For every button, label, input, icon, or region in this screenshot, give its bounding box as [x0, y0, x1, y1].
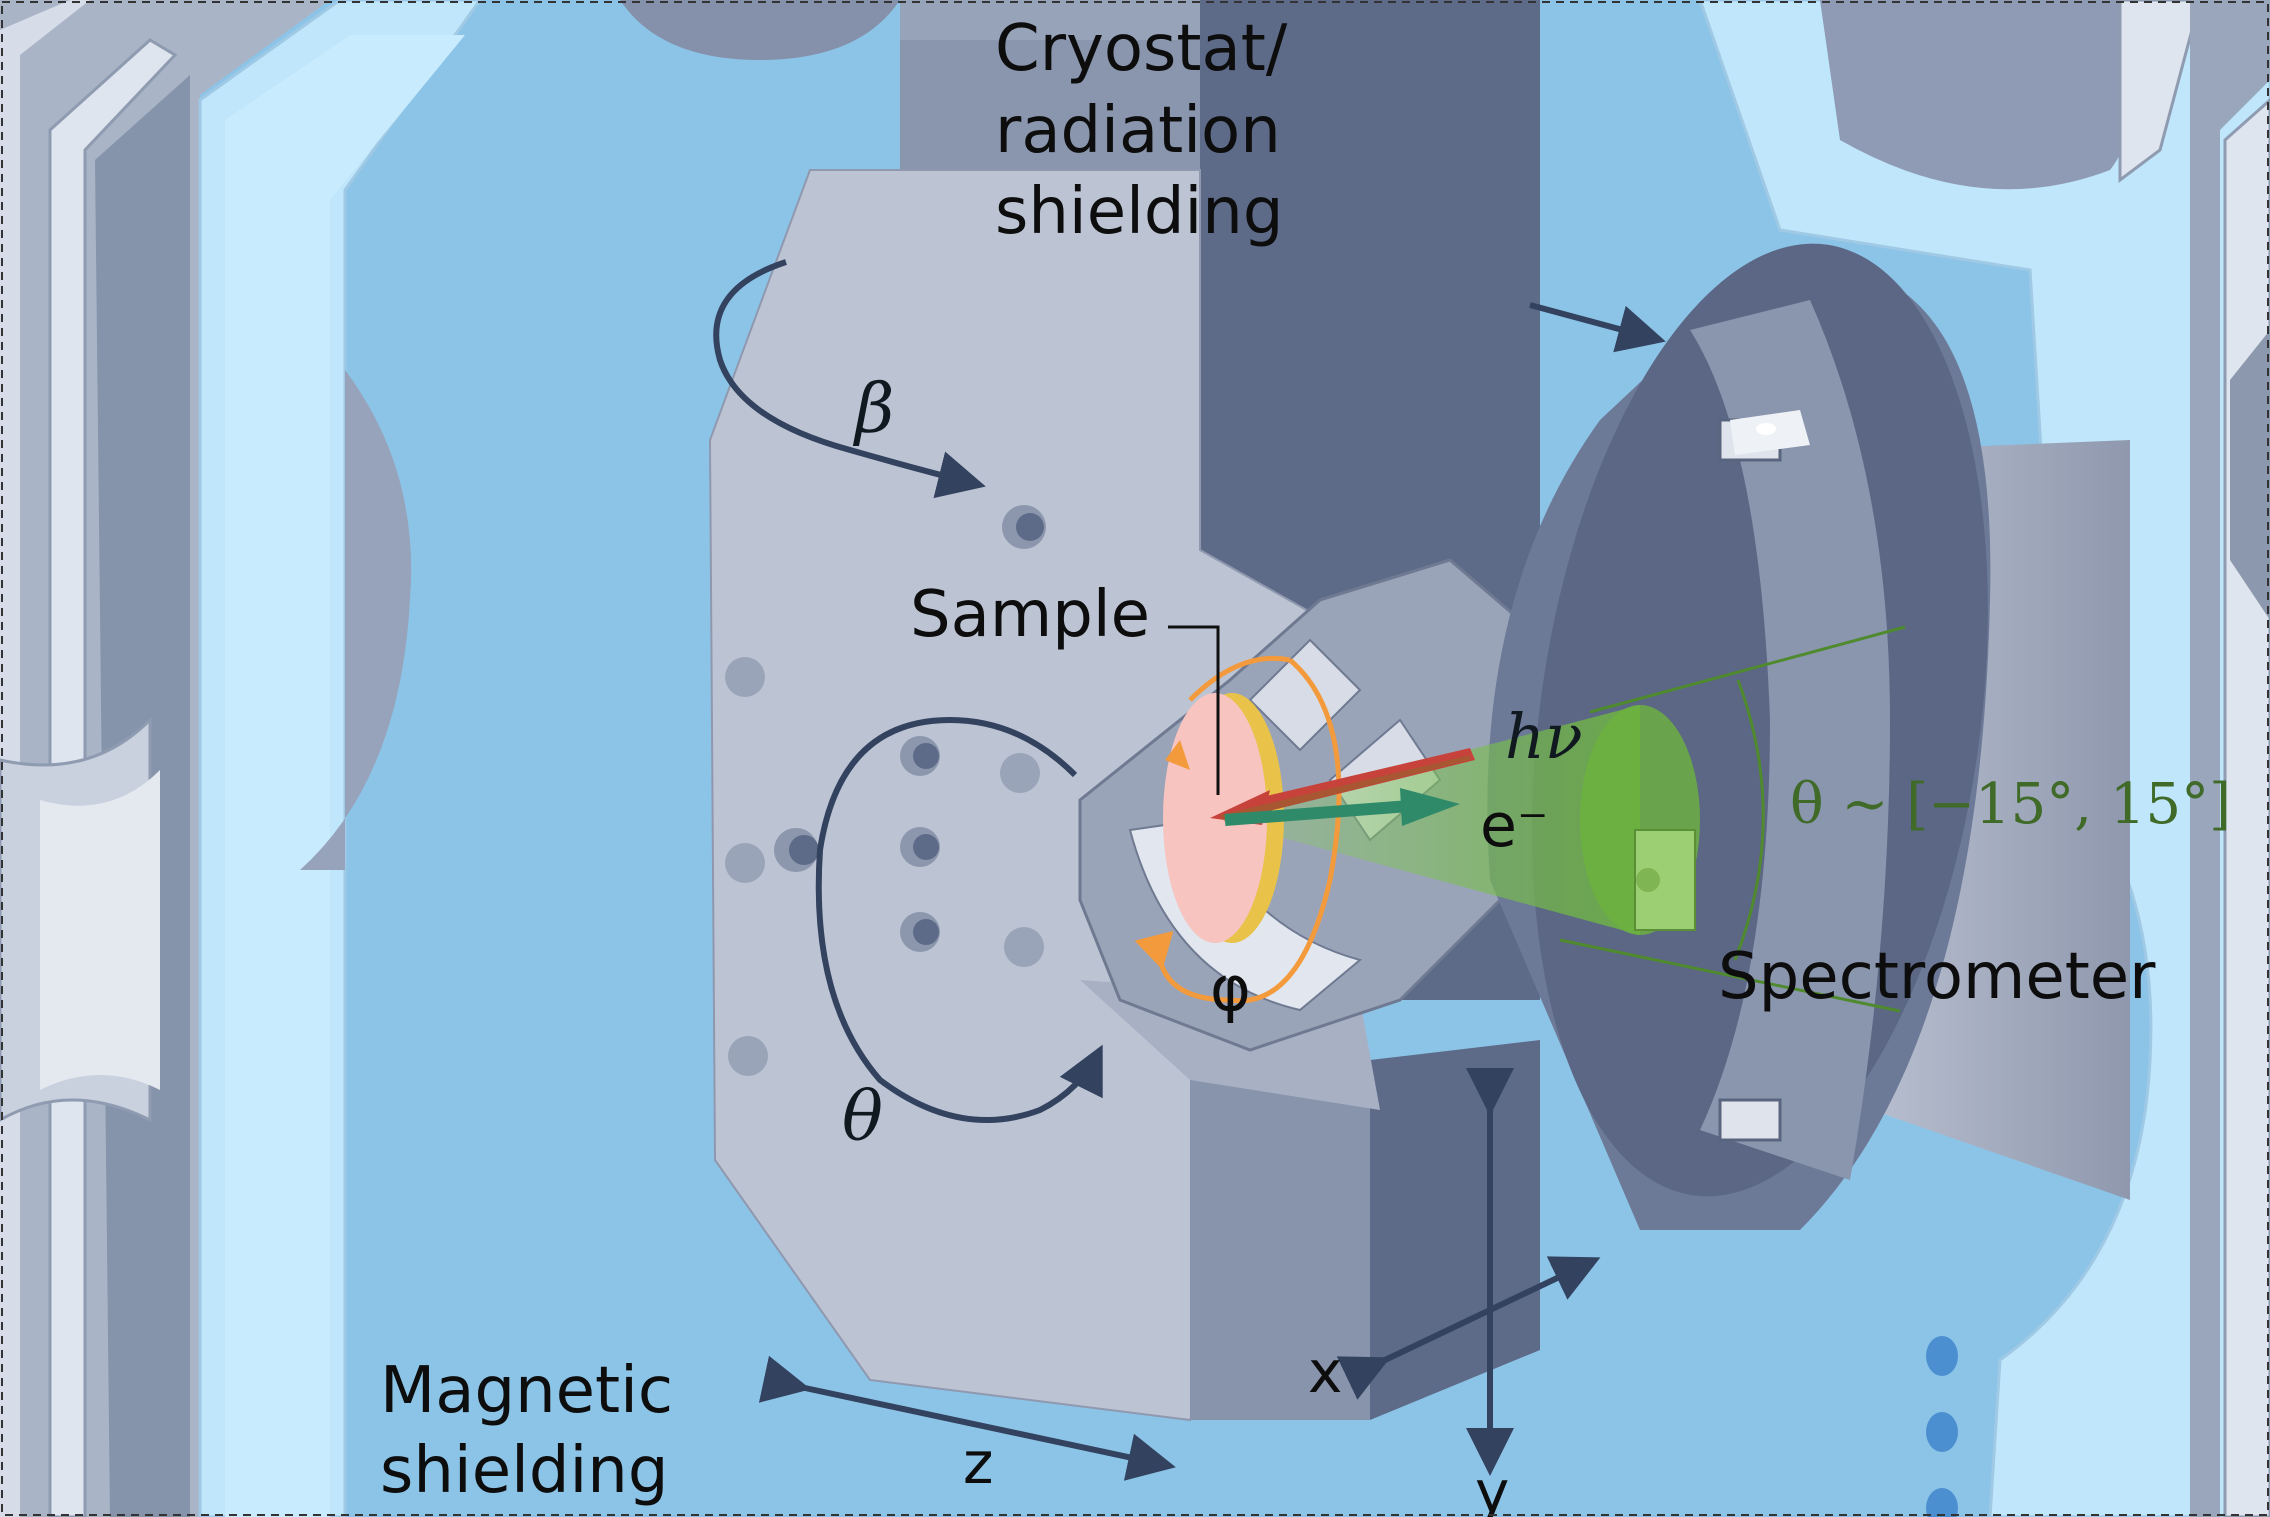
cryostat-label-line2: radiation	[995, 94, 1281, 168]
beta-label: β	[852, 370, 894, 449]
acceptance-cone	[1210, 625, 1906, 1013]
cryostat-label-line1: Cryostat/	[995, 12, 1288, 86]
cryostat-arrow	[1529, 302, 1666, 353]
sample-leader-line	[1168, 625, 1220, 795]
magnetic-label-line2: shielding	[380, 1434, 668, 1508]
magnetic-label-line1: Magnetic	[380, 1354, 673, 1428]
spectrometer-label: Spectrometer	[1718, 940, 2156, 1014]
spectrometer	[1487, 243, 2130, 1230]
mounting-holes	[725, 505, 1046, 1076]
cryostat-label-line3: shielding	[995, 175, 1283, 249]
theta-rotation-arrow	[815, 716, 1103, 1123]
theta-label: θ	[842, 1078, 883, 1157]
phi-label: φ	[1210, 952, 1251, 1025]
axis-y-label: y	[1475, 1458, 1509, 1517]
electron-beam	[1224, 788, 1460, 826]
phi-rotation-ring	[1134, 655, 1342, 1004]
sample-label: Sample	[910, 578, 1150, 652]
photon-label: hν	[1505, 700, 1583, 773]
left-shield-wall	[0, 0, 482, 1517]
right-shield-wall	[1698, 0, 2270, 1517]
axis-arrows	[758, 1068, 1601, 1481]
side-holes-right	[1926, 1336, 1958, 1517]
top-flange	[620, 0, 900, 60]
axis-z-label: z	[963, 1429, 993, 1497]
axis-x-label: x	[1308, 1338, 1342, 1406]
beta-rotation-arrow	[713, 259, 986, 499]
electron-label: e⁻	[1480, 791, 1549, 861]
angular-range-label: θ ~ [−15°, 15°]	[1790, 772, 2231, 837]
